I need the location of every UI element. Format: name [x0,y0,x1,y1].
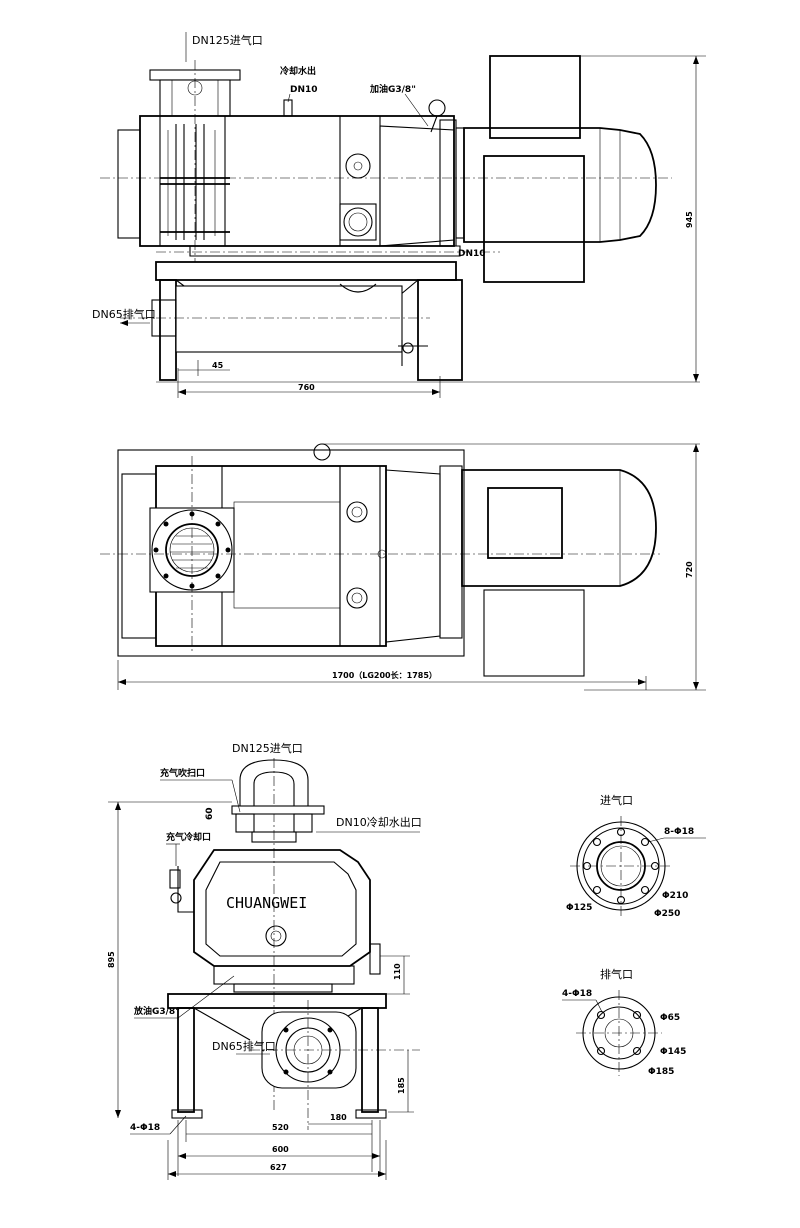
side-inlet-label: DN125进气口 [232,741,303,755]
front-drain-valve [398,340,428,366]
front-inlet-label: DN125进气口 [192,33,263,47]
front-motor-terminal-box [489,55,581,139]
side-purge-label: 充气吹扫口 [160,767,205,779]
front-motor-base-block [483,155,585,283]
side-dim-600: 600 [272,1145,289,1154]
front-dim-945: 945 [685,211,694,228]
side-dim-60: 60 [205,807,215,820]
front-base-frame [155,261,457,281]
side-exhaust-label: DN65排气口 [212,1039,276,1053]
side-inlet-elbow [239,759,309,806]
top-dim-720: 720 [685,561,694,578]
inlet-d-inner: Φ125 [566,903,592,913]
front-leg-left [159,279,177,381]
side-dim-180: 180 [330,1113,347,1122]
side-cooling-label: DN10冷却水出口 [336,815,422,829]
side-dim-185: 185 [397,1077,406,1094]
front-dim-760: 760 [298,383,315,392]
side-view: DN125进气口 充气吹扫口 60 DN10冷却水出口 充气冷却口 CHUANG… [107,741,422,1180]
inlet-flange-title: 进气口 [600,793,633,807]
inlet-d-bolt: Φ210 [662,891,688,901]
side-lower-casing [213,965,355,985]
top-motor-box [487,487,563,559]
front-exhaust-silencer [175,285,403,353]
front-leg-right [417,279,463,381]
side-dim-627: 627 [270,1163,287,1172]
front-oil-fill-cap [428,99,446,117]
side-dim-110: 110 [393,963,402,980]
side-leg-right [361,1007,379,1113]
front-gear-box [379,125,455,247]
exhaust-flange-title: 排气口 [600,967,633,981]
top-motor-body [461,469,657,587]
top-oil-cap [313,443,331,461]
top-gear-box [385,469,441,643]
top-motor-base [483,589,585,677]
exhaust-d-bolt: Φ145 [660,1047,686,1057]
front-pump-body [139,115,455,247]
top-cover-plate [233,501,341,609]
side-brand-text: CHUANGWEI [226,894,307,912]
top-base-outline [117,449,465,657]
inlet-holes-label: 8-Φ18 [664,827,694,837]
side-base-frame [167,993,387,1009]
top-view: 1700（LG200长：1785） 720 [100,443,706,691]
front-cooling-size-label: DN10 [290,85,318,95]
side-gas-cooling-label: 充气冷却口 [166,831,211,843]
front-bottom-pipe [189,245,461,257]
front-oil-fill-label: 加油G3/8" [369,83,416,95]
side-leg-left [177,1007,195,1113]
side-dim-520: 520 [272,1123,289,1132]
front-sight-glass [345,153,371,179]
exhaust-holes-label: 4-Φ18 [562,989,592,999]
front-exhaust-label: DN65排气口 [92,307,156,321]
front-dim-45: 45 [212,361,224,370]
side-drain-label: 放油G3/8" [133,1005,180,1017]
top-dim-length: 1700（LG200长：1785） [332,670,437,680]
inlet-d-outer: Φ250 [654,909,680,919]
side-dim-895: 895 [107,951,116,968]
front-view: DN125进气口 [92,32,706,398]
side-holes-label: 4-Φ18 [130,1123,160,1133]
front-end-cover [117,129,141,239]
front-lower-port [339,203,377,241]
front-cooling-out-label: 冷却水出 [280,65,316,77]
front-motor-body [463,127,657,243]
side-shaft [265,925,287,947]
front-dn10-label: DN10 [458,249,486,259]
exhaust-d-inner: Φ65 [660,1013,680,1023]
exhaust-flange-detail: 排气口 4-Φ18 Φ65 Φ145 Φ185 [562,967,686,1077]
inlet-flange-detail: 进气口 8-Φ18 Φ125 Φ210 Φ250 [566,793,706,919]
exhaust-d-outer: Φ185 [648,1067,674,1077]
